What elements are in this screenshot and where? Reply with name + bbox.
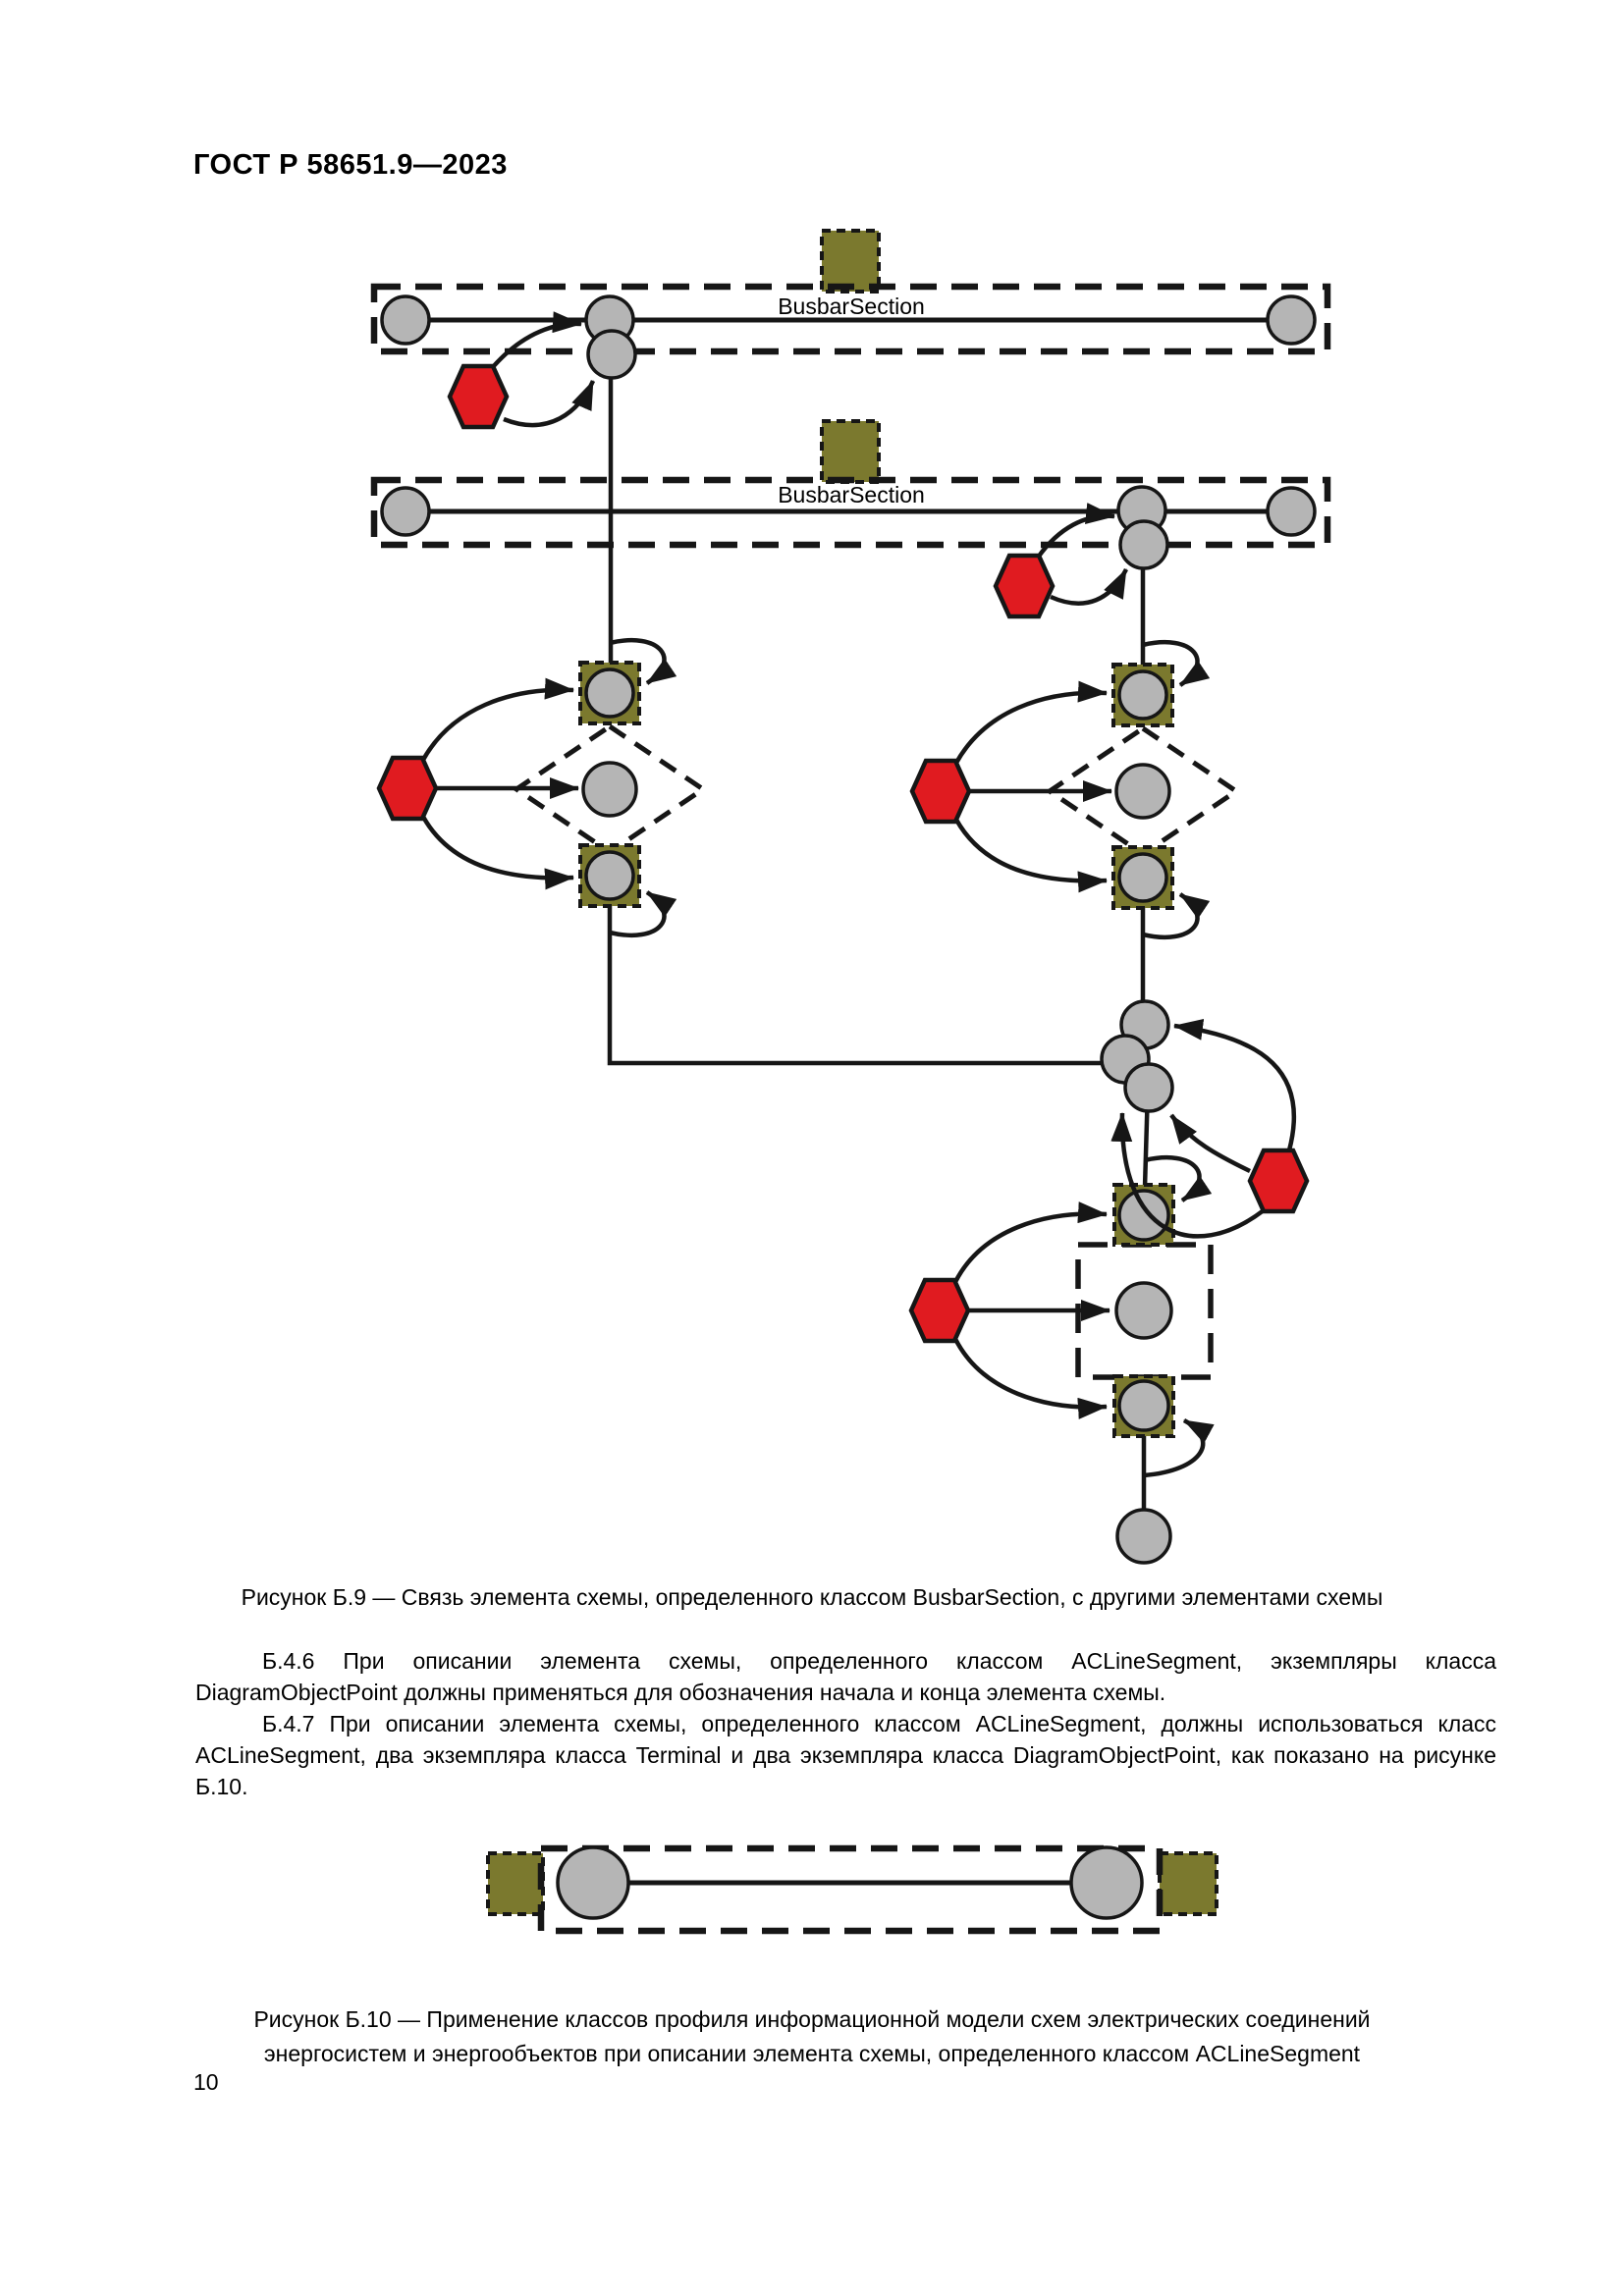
paragraph-b47: Б.4.7 При описании элемента схемы, опред… bbox=[195, 1711, 1496, 1799]
association-arrow bbox=[954, 818, 1108, 893]
terminal-node bbox=[584, 667, 635, 719]
terminal-node bbox=[584, 850, 635, 901]
diagram-object-hexagon bbox=[909, 758, 972, 825]
self-loop-arrow bbox=[609, 637, 677, 685]
diagram-object-hexagon bbox=[1247, 1148, 1310, 1214]
terminal-node bbox=[1117, 852, 1168, 903]
association-arrow bbox=[1169, 1113, 1251, 1174]
self-loop-arrow bbox=[1144, 1154, 1213, 1202]
terminal-node bbox=[1117, 669, 1168, 721]
paragraph-b46: Б.4.6 При описании элемента схемы, опред… bbox=[195, 1648, 1496, 1705]
busbar-section-1-label: BusbarSection bbox=[778, 294, 925, 319]
diagram-object-square bbox=[1158, 1851, 1218, 1916]
diagram-object-square bbox=[820, 229, 881, 294]
self-loop-arrow bbox=[1142, 892, 1211, 940]
terminal-node bbox=[1117, 1189, 1170, 1242]
association-arrow bbox=[421, 815, 574, 890]
diagram-object-point bbox=[1266, 486, 1317, 537]
figure-b9-caption: Рисунок Б.9 — Связь элемента схемы, опре… bbox=[241, 1584, 1383, 1610]
figure-b10-caption: Рисунок Б.10 — Применение классов профил… bbox=[253, 2006, 1371, 2066]
terminal-node bbox=[1118, 519, 1169, 570]
diagram-object-point bbox=[1115, 1508, 1172, 1565]
association-arrow bbox=[1036, 503, 1115, 560]
association-arrow bbox=[954, 680, 1108, 765]
association-arrow bbox=[490, 311, 582, 370]
association-arrow bbox=[421, 677, 574, 762]
equipment-node bbox=[1114, 1281, 1173, 1340]
diagram-object-hexagon bbox=[376, 755, 439, 822]
terminal-node bbox=[1117, 1379, 1170, 1432]
self-loop-arrow bbox=[1143, 1418, 1215, 1478]
busbar-section-2-label: BusbarSection bbox=[778, 482, 925, 507]
association-arrow bbox=[952, 1337, 1108, 1419]
busbar-section-1-box bbox=[370, 283, 1331, 355]
terminal-node bbox=[586, 329, 637, 380]
diagram-object-hexagon bbox=[993, 553, 1056, 619]
document-header: ГОСТ Р 58651.9—2023 bbox=[193, 149, 508, 181]
self-loop-arrow bbox=[609, 890, 677, 938]
association-arrow bbox=[1173, 1018, 1296, 1151]
figure-b9-diagram: BusbarSection BusbarSection bbox=[370, 229, 1331, 1565]
switch-node bbox=[1114, 763, 1171, 820]
terminal-node bbox=[556, 1845, 630, 1920]
terminal-node bbox=[1123, 1062, 1174, 1113]
diagram-object-hexagon bbox=[908, 1277, 971, 1344]
diagram-object-square bbox=[486, 1851, 545, 1916]
association-arrow bbox=[1110, 1112, 1266, 1239]
figure-b10-diagram bbox=[486, 1844, 1218, 1935]
association-arrow bbox=[503, 380, 596, 428]
diagram-object-point bbox=[1266, 294, 1317, 346]
diagram-object-hexagon bbox=[447, 363, 510, 430]
diagram-object-square bbox=[820, 419, 881, 484]
diagram-object-point bbox=[380, 486, 431, 537]
switch-node bbox=[581, 761, 638, 818]
busbar-section-2-box bbox=[370, 476, 1331, 549]
association-arrow bbox=[952, 1201, 1108, 1284]
association-arrow bbox=[1050, 567, 1129, 606]
ac-line-segment-box bbox=[537, 1844, 1164, 1935]
page-number: 10 bbox=[193, 2069, 219, 2095]
terminal-node bbox=[1069, 1845, 1144, 1920]
self-loop-arrow bbox=[1142, 639, 1211, 687]
connector-wire bbox=[607, 906, 1129, 1066]
body-text: Б.4.6 При описании элемента схемы, опред… bbox=[195, 1645, 1496, 1802]
diagram-object-point bbox=[380, 294, 431, 346]
